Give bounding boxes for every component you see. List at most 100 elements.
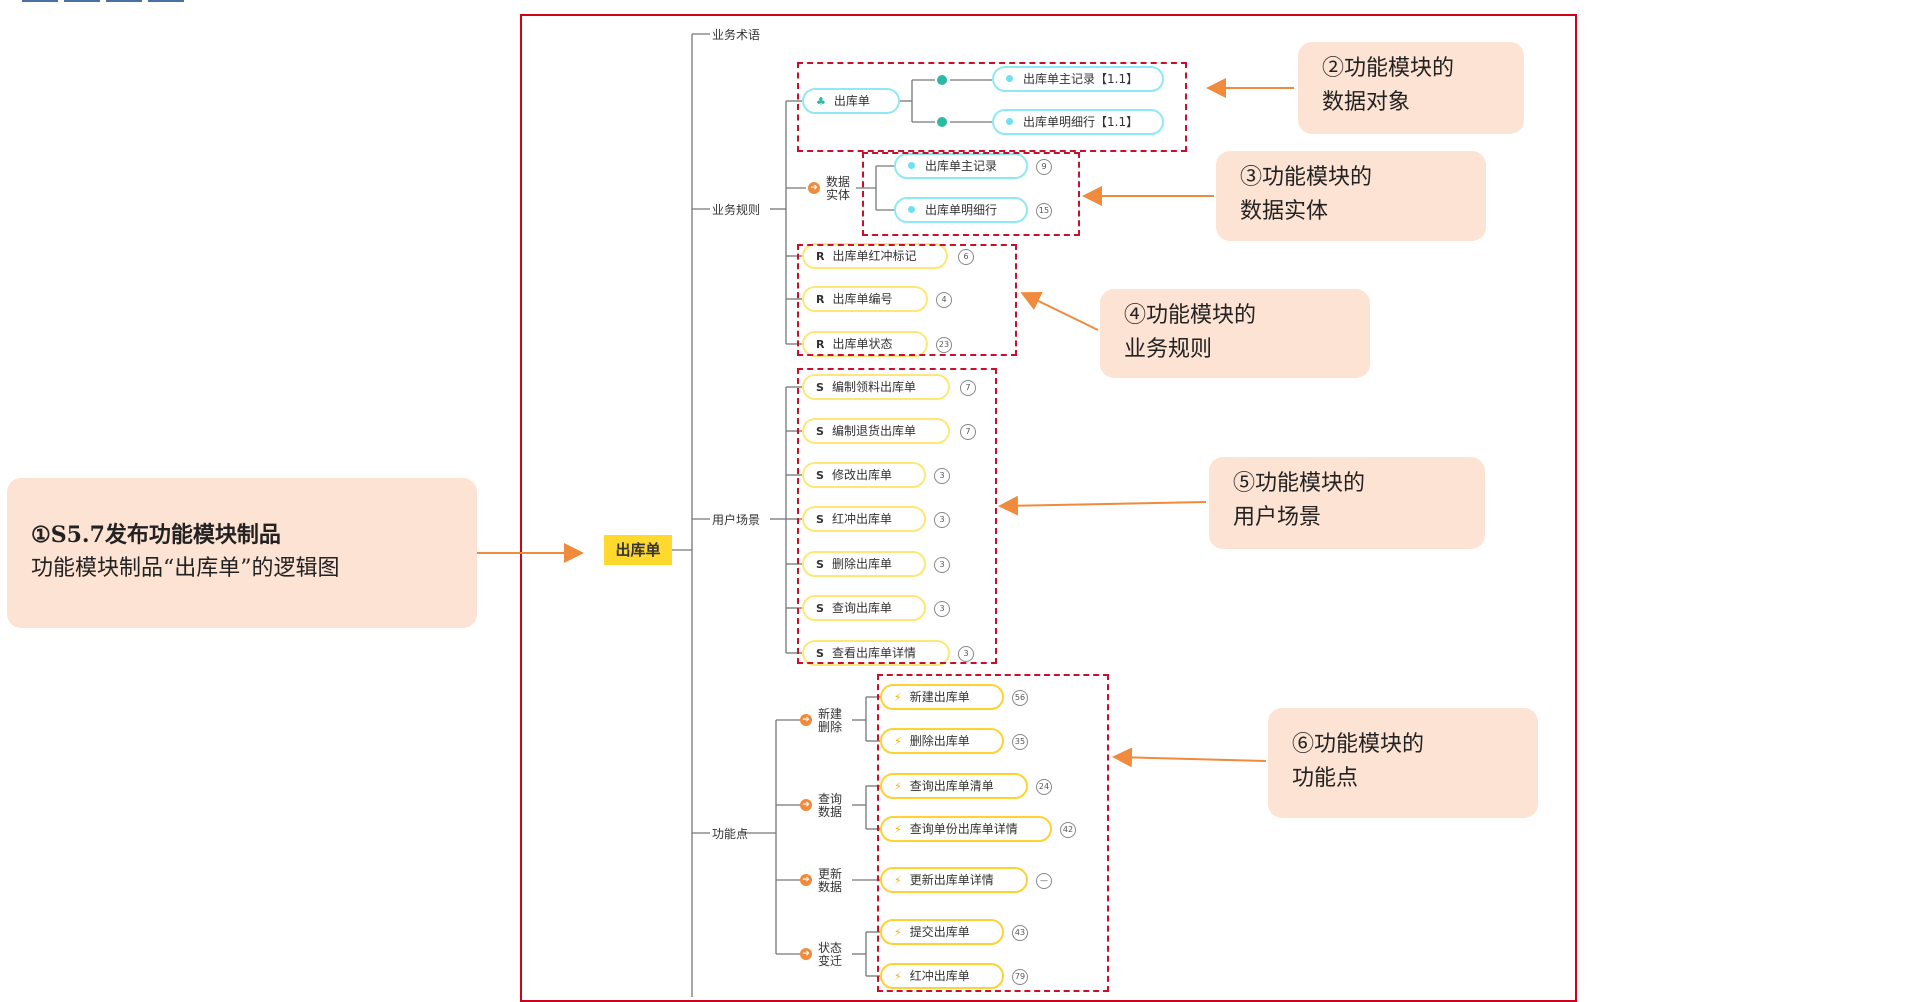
- callout-line2: 功能点: [1292, 766, 1359, 791]
- count-badge: 56: [1012, 690, 1028, 706]
- data-entity-node[interactable]: 出库单主记录: [894, 153, 1028, 179]
- count-badge: 3: [934, 512, 950, 528]
- rule-icon: R: [816, 338, 825, 351]
- function-node[interactable]: ⚡更新出库单详情: [880, 867, 1028, 893]
- highlight-data-object: [797, 62, 1187, 152]
- data-object-label: 出库单: [833, 94, 870, 108]
- function-group[interactable]: 状态变迁: [818, 942, 842, 968]
- scenario-label: 修改出库单: [831, 468, 892, 482]
- callout-line2: 数据实体: [1240, 199, 1329, 224]
- function-group[interactable]: 更新数据: [818, 868, 842, 894]
- scenario-label: 删除出库单: [831, 557, 892, 571]
- highlight-functions: [877, 674, 1109, 992]
- function-group[interactable]: 查询数据: [818, 793, 842, 819]
- lightning-icon: ⚡: [894, 823, 902, 836]
- callout-line1: ②功能模块的: [1322, 56, 1455, 81]
- function-group-line1: 新建: [818, 707, 843, 721]
- data-entity-group-line1: 数据: [826, 175, 851, 189]
- root-node[interactable]: 出库单: [604, 535, 672, 565]
- data-entity-label: 出库单明细行: [925, 203, 998, 217]
- branch-functions[interactable]: 功能点: [712, 827, 749, 841]
- function-node[interactable]: ⚡ 查询单份出库单详情: [880, 816, 1052, 842]
- data-object-child[interactable]: 出库单主记录【1.1】: [992, 66, 1164, 92]
- count-badge: 43: [1012, 925, 1028, 941]
- scenario-node[interactable]: S 删除出库单: [802, 551, 926, 577]
- scenario-icon: S: [816, 647, 824, 660]
- rule-label: 出库单红冲标记: [832, 249, 917, 263]
- highlight-scenarios: [797, 368, 997, 664]
- data-object-child-label: 出库单主记录【1.1】: [1023, 72, 1139, 86]
- callout-publish-title: ①S5.7发布功能模块制品: [31, 522, 281, 548]
- data-entity-group-line2: 实体: [826, 188, 851, 202]
- scenario-node[interactable]: S 查询出库单: [802, 595, 926, 621]
- data-entity-group[interactable]: 数据 实体: [826, 176, 850, 202]
- callout-line1: ⑤功能模块的: [1233, 471, 1366, 496]
- function-node[interactable]: ⚡删除出库单: [880, 728, 1004, 754]
- scenario-icon: S: [816, 513, 824, 526]
- branch-scenarios[interactable]: 用户场景: [712, 513, 761, 527]
- lightning-icon: ⚡: [894, 735, 902, 748]
- callout-line1: ④功能模块的: [1124, 303, 1257, 328]
- function-label: 提交出库单: [909, 925, 970, 939]
- function-group-line2: 数据: [818, 805, 843, 819]
- function-group-line2: 数据: [818, 880, 843, 894]
- function-node[interactable]: ⚡红冲出库单: [880, 963, 1004, 989]
- callout-line1: ③功能模块的: [1240, 165, 1373, 190]
- lightning-icon: ⚡: [894, 780, 902, 793]
- scenario-icon: S: [816, 558, 824, 571]
- branch-terms[interactable]: 业务术语: [712, 28, 761, 42]
- count-badge: —: [1036, 873, 1052, 889]
- function-label: 查询单份出库单详情: [909, 822, 1018, 836]
- function-group-line2: 删除: [818, 720, 843, 734]
- relation-icon: [937, 117, 947, 127]
- function-group-line1: 查询: [818, 792, 843, 806]
- scenario-icon: S: [816, 602, 824, 615]
- function-group[interactable]: 新建删除: [818, 708, 842, 734]
- function-node[interactable]: ⚡ 提交出库单: [880, 919, 1004, 945]
- function-group-line1: 状态: [818, 941, 843, 955]
- callout-line2: 业务规则: [1124, 337, 1213, 362]
- arrow-right-icon: ➜: [800, 874, 812, 886]
- callout-line2: 用户场景: [1233, 505, 1322, 530]
- cyan-dot-icon: [1006, 75, 1013, 82]
- callout-publish-subtitle: 功能模块制品“出库单”的逻辑图: [31, 556, 340, 581]
- lightning-icon: ⚡: [894, 874, 902, 887]
- cyan-dot-icon: [908, 206, 915, 213]
- scenario-label: 编制领料出库单: [831, 380, 916, 394]
- count-badge: 3: [934, 601, 950, 617]
- function-node[interactable]: ⚡新建出库单: [880, 684, 1004, 710]
- scenario-icon: S: [816, 425, 824, 438]
- branch-rules[interactable]: 业务规则: [712, 203, 761, 217]
- top-tab-strip: [22, 0, 184, 2]
- data-entity-node[interactable]: 出库单明细行: [894, 197, 1028, 223]
- data-entity-label: 出库单主记录: [925, 159, 998, 173]
- scenario-icon: S: [816, 469, 824, 482]
- callout-functions: ⑥功能模块的 功能点: [1268, 708, 1538, 818]
- arrow-right-icon: ➜: [800, 948, 812, 960]
- count-badge: 42: [1060, 822, 1076, 838]
- count-badge: 3: [934, 468, 950, 484]
- scenario-label: 查询出库单: [831, 601, 892, 615]
- function-node[interactable]: ⚡查询出库单清单: [880, 773, 1028, 799]
- data-object-node[interactable]: ♣出库单: [802, 88, 900, 114]
- rule-label: 出库单编号: [832, 292, 893, 306]
- count-badge: 7: [960, 424, 976, 440]
- scenario-node[interactable]: S 修改出库单: [802, 462, 926, 488]
- count-badge: 9: [1036, 159, 1052, 175]
- function-group-line2: 变迁: [818, 954, 843, 968]
- lightning-icon: ⚡: [894, 970, 902, 983]
- function-group-line1: 更新: [818, 867, 843, 881]
- data-object-child[interactable]: 出库单明细行【1.1】: [992, 109, 1164, 135]
- count-badge: 7: [960, 380, 976, 396]
- lightning-icon: ⚡: [894, 926, 902, 939]
- count-badge: 24: [1036, 779, 1052, 795]
- lightning-icon: ⚡: [894, 691, 902, 704]
